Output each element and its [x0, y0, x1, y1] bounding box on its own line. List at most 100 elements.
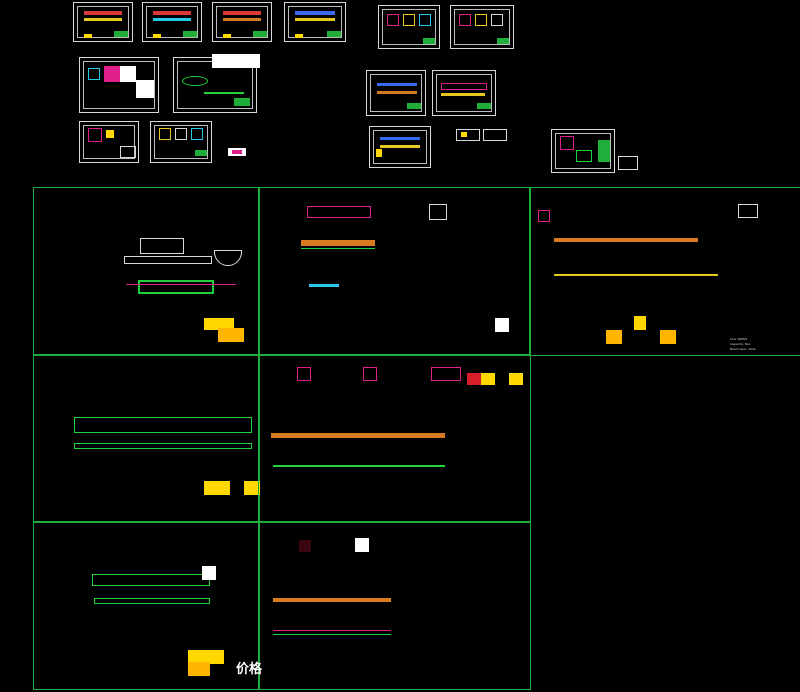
- sheet-border: [382, 9, 436, 45]
- beam-elevation-icon: [301, 248, 375, 249]
- color-block: [660, 330, 676, 344]
- color-block: [120, 66, 136, 82]
- note-text: Capacity: N/A: [730, 342, 751, 346]
- drawing-sheet-8[interactable]: [173, 54, 260, 113]
- title-block-icon: [295, 34, 303, 38]
- beam-elevation-icon: [94, 598, 210, 604]
- beam-elevation-icon: [554, 238, 698, 242]
- title-block-icon: [327, 31, 341, 37]
- title-block-icon: [407, 103, 421, 109]
- drawing-sheet-7[interactable]: [79, 57, 159, 113]
- title-block-icon: [153, 34, 161, 38]
- beam-elevation-icon: [380, 137, 420, 140]
- drawing-sheet-16[interactable]: [551, 129, 615, 173]
- cross-section-icon: [88, 68, 100, 80]
- color-block: [232, 150, 242, 154]
- cross-section-icon: [297, 367, 311, 381]
- cross-section-icon: [191, 128, 203, 140]
- color-block: [355, 538, 369, 552]
- beam-elevation-icon: [309, 284, 339, 287]
- drawing-sheet-17[interactable]: [618, 156, 638, 170]
- cross-section-icon: [459, 14, 471, 26]
- sheet-border: [555, 133, 611, 169]
- beam-elevation-icon: [441, 83, 487, 90]
- cross-section-icon: [491, 14, 503, 26]
- note-text: Line GBP09: [730, 337, 748, 341]
- sheet-border: [216, 6, 268, 38]
- beam-elevation-icon: [273, 598, 391, 602]
- beam-elevation-icon: [223, 11, 261, 15]
- cross-section-icon: [159, 128, 171, 140]
- title-block-icon: [234, 98, 250, 106]
- title-block-icon: [183, 31, 197, 37]
- color-block: [210, 650, 224, 664]
- color-block: [467, 373, 481, 385]
- layout-frame-g[interactable]: [258, 521, 531, 690]
- beam-elevation-icon: [377, 91, 417, 94]
- cross-section-icon: [175, 128, 187, 140]
- title-block-icon: [114, 31, 128, 37]
- beam-elevation-icon: [380, 145, 420, 148]
- beam-elevation-icon: [223, 18, 261, 21]
- beam-elevation-icon: [295, 11, 335, 15]
- cross-section-icon: [560, 136, 574, 150]
- drawing-sheet-3[interactable]: [212, 2, 272, 42]
- color-block: [218, 328, 244, 342]
- layout-frame-d[interactable]: [33, 354, 260, 523]
- drawing-sheet-6[interactable]: [450, 5, 514, 49]
- color-block: [212, 54, 260, 68]
- beam-elevation-icon: [84, 11, 122, 15]
- color-block: [481, 373, 495, 385]
- drawing-sheet-4[interactable]: [284, 2, 346, 42]
- title-block-icon: [253, 31, 267, 37]
- sheet-border: [373, 130, 427, 164]
- layout-frame-a[interactable]: [33, 187, 260, 356]
- cross-section-icon: [429, 204, 447, 220]
- sheet-border: [454, 9, 510, 45]
- beam-elevation-icon: [554, 274, 718, 276]
- beam-elevation-icon: [74, 417, 252, 433]
- sheet-border: [370, 74, 422, 112]
- drawing-sheet-13[interactable]: [369, 126, 431, 168]
- beam-elevation-icon: [138, 280, 214, 294]
- sheet-border: [146, 6, 198, 38]
- beam-elevation-icon: [153, 11, 191, 15]
- cross-section-icon: [475, 14, 487, 26]
- layout-frame-b[interactable]: [258, 187, 531, 356]
- drawing-sheet-5[interactable]: [378, 5, 440, 49]
- cross-section-icon: [576, 150, 592, 162]
- beam-elevation-icon: [273, 630, 391, 635]
- title-block-icon: [423, 38, 435, 44]
- color-block: [244, 481, 260, 495]
- cross-section-icon: [403, 14, 415, 26]
- drawing-sheet-11[interactable]: [79, 121, 139, 163]
- beam-elevation-icon: [307, 206, 371, 218]
- cross-section-icon: [738, 204, 758, 218]
- beam-elevation-icon: [295, 18, 335, 21]
- color-block: [204, 318, 234, 330]
- drawing-sheet-12[interactable]: [150, 121, 212, 163]
- drawing-sheet-10[interactable]: [432, 70, 496, 116]
- cross-section-icon: [363, 367, 377, 381]
- watermark-text: 价格: [236, 662, 263, 677]
- beam-elevation-icon: [124, 256, 212, 264]
- drawing-sheet-2[interactable]: [142, 2, 202, 42]
- color-block: [204, 481, 230, 495]
- sheet-border: [83, 125, 135, 159]
- beam-elevation-icon: [84, 18, 122, 21]
- cross-section-icon: [431, 367, 461, 381]
- title-block-icon: [223, 34, 231, 38]
- title-block-icon: [120, 146, 136, 158]
- drawing-sheet-15[interactable]: [483, 129, 507, 141]
- color-block: [299, 540, 311, 552]
- title-block-icon: [497, 38, 509, 44]
- drawing-sheet-1[interactable]: [73, 2, 133, 42]
- layout-frame-c[interactable]: Line GBP09 Capacity: N/A Beam spec. Note: [529, 187, 800, 356]
- sheet-border: [288, 6, 342, 38]
- drawing-sheet-9[interactable]: [366, 70, 426, 116]
- sheet-border: [436, 74, 492, 112]
- layout-frame-f[interactable]: [33, 521, 260, 690]
- layout-frame-e[interactable]: [258, 354, 531, 523]
- drawing-sheet-14[interactable]: [456, 129, 480, 141]
